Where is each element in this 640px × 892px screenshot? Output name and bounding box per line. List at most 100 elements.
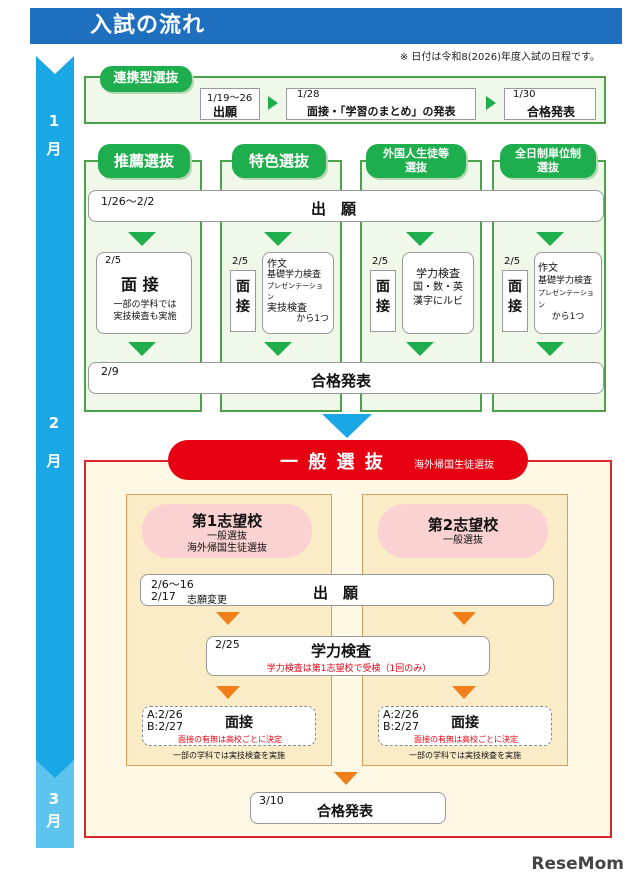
column-title-tani: 全日制単位制 選抜 <box>500 144 596 178</box>
suisen-mensetsu-box: 2/5 面 接 一部の学科では 実技検査も実施 <box>96 252 192 334</box>
shutsugan-date: 1/26～2/2 <box>101 195 155 208</box>
gaikoku-mensetsu-label: 面 接 <box>376 277 390 317</box>
gakuryoku-date: 2/25 <box>215 638 240 651</box>
gakuryoku-box: 2/25 学力検査 学力検査は第1志望校で受検（1回のみ） <box>206 636 490 676</box>
column-title-line: 選抜 <box>405 161 427 174</box>
option-item: 作文 <box>267 259 287 270</box>
rentai-step-mensetsu: 1/28 面接・「学習のまとめ」の発表 <box>286 88 476 120</box>
arrow-down-icon <box>322 414 372 438</box>
mensetsu-date-a: A:2/26 <box>147 708 183 721</box>
option-item: から1つ <box>551 312 585 322</box>
label-char: 面 <box>236 279 250 295</box>
timeline-feb-label: 月 <box>46 452 62 470</box>
column-title-tokushoku: 特色選抜 <box>232 144 326 178</box>
option-item: 作文 <box>538 263 558 274</box>
arrow-down-icon <box>406 342 434 356</box>
arrow-down-icon <box>406 232 434 246</box>
arrow-right-icon <box>268 96 278 110</box>
rentai-step-label: 合格発表 <box>527 105 576 119</box>
shutsugan-bar: 1/26～2/2 出 願 <box>88 190 604 222</box>
ippan-title: 一 般 選 抜 <box>280 452 385 473</box>
arrow-down-icon <box>452 686 476 699</box>
schedule-note: ※ 日付は令和8(2026)年度入試の日程です。 <box>399 52 600 63</box>
label-char: 面 <box>376 279 390 295</box>
rentai-step-label: 出願 <box>213 105 238 119</box>
dai1-sub: 一般選抜 <box>207 531 247 542</box>
gakuryoku-note: 学力検査は第1志望校で受検（1回のみ） <box>266 664 432 674</box>
tani-mensetsu-date: 2/5 <box>504 256 521 267</box>
mensetsu-title: 面接 <box>451 715 479 731</box>
arrow-down-icon <box>536 342 564 356</box>
shutsugan2-date2-note: 志願変更 <box>187 595 227 606</box>
label-char: 接 <box>236 299 250 315</box>
rentai-step-date: 1/28 <box>297 89 320 100</box>
shutsugan-label: 出 願 <box>311 200 357 218</box>
timeline-feb-num: 2 <box>48 414 60 432</box>
ippan-subtitle: 海外帰国生徒選抜 <box>414 460 494 471</box>
option-item: 漢字にルビ <box>413 296 463 307</box>
gaikoku-options-box: 学力検査 国・数・英 漢字にルビ <box>402 252 474 334</box>
timeline-mar-num: 3 <box>48 790 60 808</box>
dai2-sub: 一般選抜 <box>443 535 483 546</box>
mensetsu-date-b: B:2/27 <box>383 720 419 733</box>
gakuryoku-title: 学力検査 <box>311 642 372 660</box>
arrow-down-icon <box>452 612 476 625</box>
option-item: プレゼンテーション <box>267 282 323 301</box>
timeline-jan-num: 1 <box>48 112 60 130</box>
rentai-step-label: 面接・「学習のまとめ」の発表 <box>307 105 456 118</box>
dai2-pill: 第2志望校 一般選抜 <box>378 504 548 558</box>
dai1-sub: 海外帰国生徒選抜 <box>187 543 267 554</box>
mensetsu-title: 面接 <box>225 715 253 731</box>
mensetsu-note: 面接の有無は高校ごとに決定 <box>414 735 518 744</box>
shutsugan2-date1: 2/6～16 <box>151 578 194 591</box>
tokushoku-mensetsu-box: 面 接 <box>230 270 256 332</box>
column-title-line: 選抜 <box>537 161 559 174</box>
arrow-down-icon <box>264 342 292 356</box>
gaikoku-mensetsu-date: 2/5 <box>372 256 389 267</box>
rentai-step-shutsugan: 1/19～26 出願 <box>200 88 260 120</box>
goukaku2-date: 3/10 <box>259 794 284 807</box>
rentai-step-date: 1/19～26 <box>207 93 253 104</box>
option-item: から1つ <box>296 314 329 324</box>
label-char: 面 <box>508 279 522 295</box>
option-item: 国・数・英 <box>413 282 463 293</box>
dai2-mensetsu-below: 一部の学科では実技検査を実施 <box>409 751 521 760</box>
option-item: 実技検査 <box>267 303 307 314</box>
option-item: プレゼンテーション <box>538 289 594 309</box>
arrow-down-icon <box>128 342 156 356</box>
column-title-line: 全日制単位制 <box>515 147 581 160</box>
rentai-step-goukaku: 1/30 合格発表 <box>504 88 596 120</box>
goukaku-bar: 2/9 合格発表 <box>88 362 604 394</box>
column-title-gaikoku: 外国人生徒等 選抜 <box>366 144 466 178</box>
goukaku2-label: 合格発表 <box>317 804 373 820</box>
mensetsu-date-b: B:2/27 <box>147 720 183 733</box>
tani-mensetsu-label: 面 接 <box>508 277 522 317</box>
arrow-down-icon <box>216 686 240 699</box>
arrow-down-icon <box>334 772 358 785</box>
resemom-logo: ReseMom <box>531 854 624 874</box>
arrow-down-icon <box>216 612 240 625</box>
tani-options-box: 作文 基礎学力検査 プレゼンテーション から1つ <box>534 252 602 334</box>
suisen-mensetsu-date: 2/5 <box>105 255 122 266</box>
option-item: 基礎学力検査 <box>538 276 593 286</box>
option-item: 学力検査 <box>416 267 460 280</box>
note-line: 実技検査も実施 <box>113 312 177 322</box>
rentai-title: 連携型選抜 <box>100 66 192 92</box>
dai1-pill: 第1志望校 一般選抜 海外帰国生徒選抜 <box>142 504 312 558</box>
month-timeline <box>36 56 74 848</box>
option-item: 基礎学力検査 <box>267 270 322 280</box>
shutsugan2-date2: 2/17 <box>151 590 176 603</box>
suisen-mensetsu-note: 一部の学科では 実技検査も実施 <box>97 299 193 323</box>
tokushoku-mensetsu-date: 2/5 <box>232 256 249 267</box>
note-line: 一部の学科では <box>113 300 177 310</box>
ippan-title-pill: 一 般 選 抜 海外帰国生徒選抜 <box>168 440 528 480</box>
timeline-march-section <box>36 760 74 848</box>
gaikoku-mensetsu-box: 面 接 <box>370 270 396 332</box>
dai1-mensetsu-below: 一部の学科では実技検査を実施 <box>173 751 285 760</box>
goukaku-date: 2/9 <box>101 365 119 378</box>
dai1-title: 第1志望校 <box>191 512 263 530</box>
timeline-jan-label: 月 <box>46 140 62 158</box>
arrow-down-icon <box>128 232 156 246</box>
arrow-down-icon <box>264 232 292 246</box>
timeline-mar-label: 月 <box>46 812 62 830</box>
